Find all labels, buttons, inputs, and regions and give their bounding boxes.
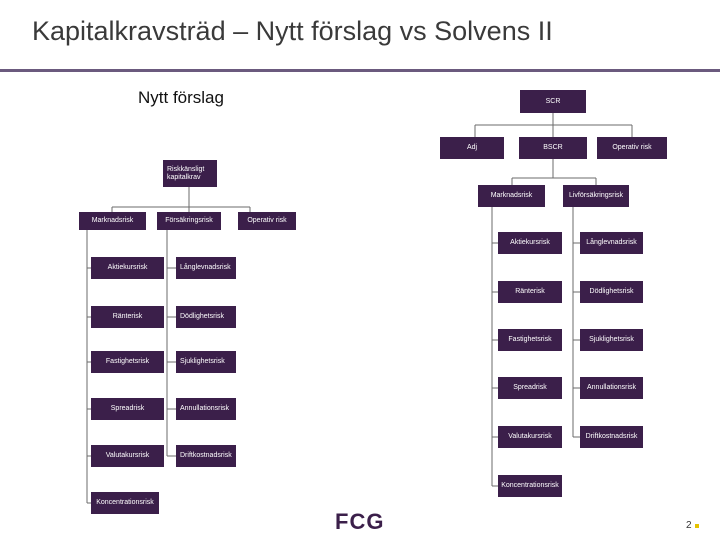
page-number: 2: [686, 520, 692, 531]
node-left-aktiekursrisk: Aktiekursrisk: [91, 257, 164, 279]
node-right-sjuklighetsrisk: Sjuklighetsrisk: [580, 329, 643, 351]
node-left-langlevnadsrisk: Långlevnadsrisk: [176, 257, 236, 279]
node-left-koncentrationsrisk: Koncentrationsrisk: [91, 492, 159, 514]
node-right-aktiekursrisk: Aktiekursrisk: [498, 232, 562, 254]
node-right-ranterisk: Ränterisk: [498, 281, 562, 303]
node-right-driftkostnadsrisk: Driftkostnadsrisk: [580, 426, 643, 448]
node-right-operativ-risk: Operativ risk: [597, 137, 667, 159]
node-right-langlevnadsrisk: Långlevnadsrisk: [580, 232, 643, 254]
node-bscr: BSCR: [519, 137, 587, 159]
page-title: Kapitalkravsträd – Nytt förslag vs Solve…: [32, 16, 553, 46]
node-right-valutakursrisk: Valutakursrisk: [498, 426, 562, 448]
node-right-koncentrationsrisk: Koncentrationsrisk: [498, 475, 562, 497]
node-left-forsakringsrisk: Försäkringsrisk: [157, 212, 221, 230]
left-tree-label: Nytt förslag: [138, 88, 224, 107]
node-left-valutakursrisk: Valutakursrisk: [91, 445, 164, 467]
title-divider: [0, 69, 720, 72]
node-left-marknadsrisk: Marknadsrisk: [79, 212, 146, 230]
node-right-annullationsrisk: Annullationsrisk: [580, 377, 643, 399]
node-riskkansligt-kapitalkrav: Riskkänsligt kapitalkrav: [163, 160, 217, 187]
page-number-dot: [695, 524, 699, 528]
node-livforsakringsrisk: Livförsäkringsrisk: [563, 185, 629, 207]
logo-text: FCG: [335, 509, 385, 534]
node-left-driftkostnadsrisk: Driftkostnadsrisk: [176, 445, 236, 467]
node-adj: Adj: [440, 137, 504, 159]
fcg-logo: FCG: [335, 509, 384, 535]
node-left-operativ-risk: Operativ risk: [238, 212, 296, 230]
node-right-fastighetsrisk: Fastighetsrisk: [498, 329, 562, 351]
node-right-spreadrisk: Spreadrisk: [498, 377, 562, 399]
node-left-dodlighetsrisk: Dödlighetsrisk: [176, 306, 236, 328]
node-left-annullationsrisk: Annullationsrisk: [176, 398, 236, 420]
node-left-ranterisk: Ränterisk: [91, 306, 164, 328]
node-left-spreadrisk: Spreadrisk: [91, 398, 164, 420]
node-left-sjuklighetsrisk: Sjuklighetsrisk: [176, 351, 236, 373]
node-left-fastighetsrisk: Fastighetsrisk: [91, 351, 164, 373]
node-right-dodlighetsrisk: Dödlighetsrisk: [580, 281, 643, 303]
node-scr: SCR: [520, 90, 586, 113]
node-right-marknadsrisk: Marknadsrisk: [478, 185, 545, 207]
